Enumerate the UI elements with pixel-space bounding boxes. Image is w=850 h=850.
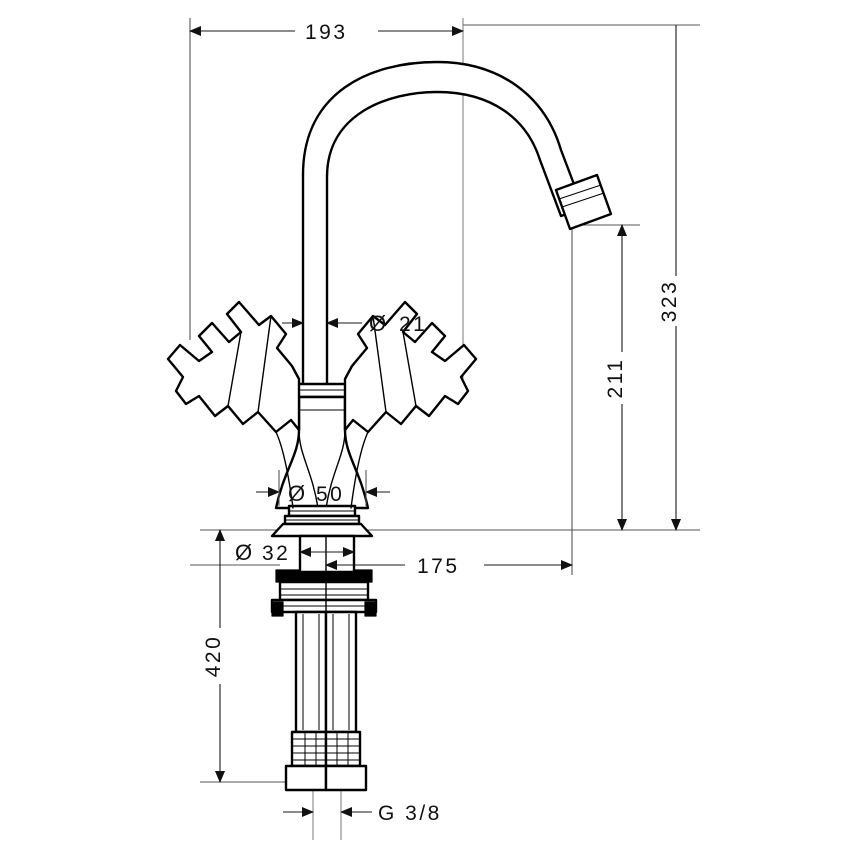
diameter-icon-32: Ø — [235, 540, 252, 565]
handle-right — [343, 300, 478, 509]
dimension-supply-length: 420 — [202, 529, 225, 783]
mounting-nut — [270, 569, 378, 617]
riser-collar — [295, 382, 349, 399]
dimension-supply-thread: G 3/8 — [283, 802, 442, 825]
dimension-shank-diameter: Ø 32 — [235, 540, 355, 565]
dimension-outlet-height: 211 — [604, 224, 627, 531]
faucet-geometry — [166, 60, 613, 792]
g38-connectors — [284, 764, 368, 792]
dimension-label-g38: G 3/8 — [378, 802, 442, 825]
diameter-icon-21: Ø — [369, 311, 386, 336]
handle-left — [166, 300, 301, 509]
dimension-label-211: 211 — [604, 358, 627, 399]
escutcheon-base — [270, 504, 374, 538]
aerator-outlet — [554, 173, 613, 231]
dimension-riser-diameter: Ø 21 — [282, 311, 427, 336]
dimension-label-420: 420 — [202, 635, 225, 678]
supply-ferrules — [290, 730, 362, 768]
dimension-label-193: 193 — [305, 21, 348, 44]
dimension-label-323: 323 — [658, 280, 681, 323]
dimension-label-21: 21 — [399, 313, 427, 336]
dimension-spout-reach: 193 — [189, 21, 464, 44]
diameter-icon-50: Ø — [288, 481, 305, 506]
spout-arch — [301, 60, 585, 402]
dimension-outlet-projection: 175 — [325, 555, 573, 578]
threaded-shank — [298, 534, 356, 574]
dimension-label-50: 50 — [316, 483, 344, 506]
dimension-label-175: 175 — [417, 555, 460, 578]
dimension-label-32: 32 — [262, 542, 290, 565]
supply-tubes — [294, 610, 358, 734]
dimension-body-diameter: Ø 50 — [256, 470, 390, 506]
dimension-overall-height: 323 — [658, 25, 681, 531]
